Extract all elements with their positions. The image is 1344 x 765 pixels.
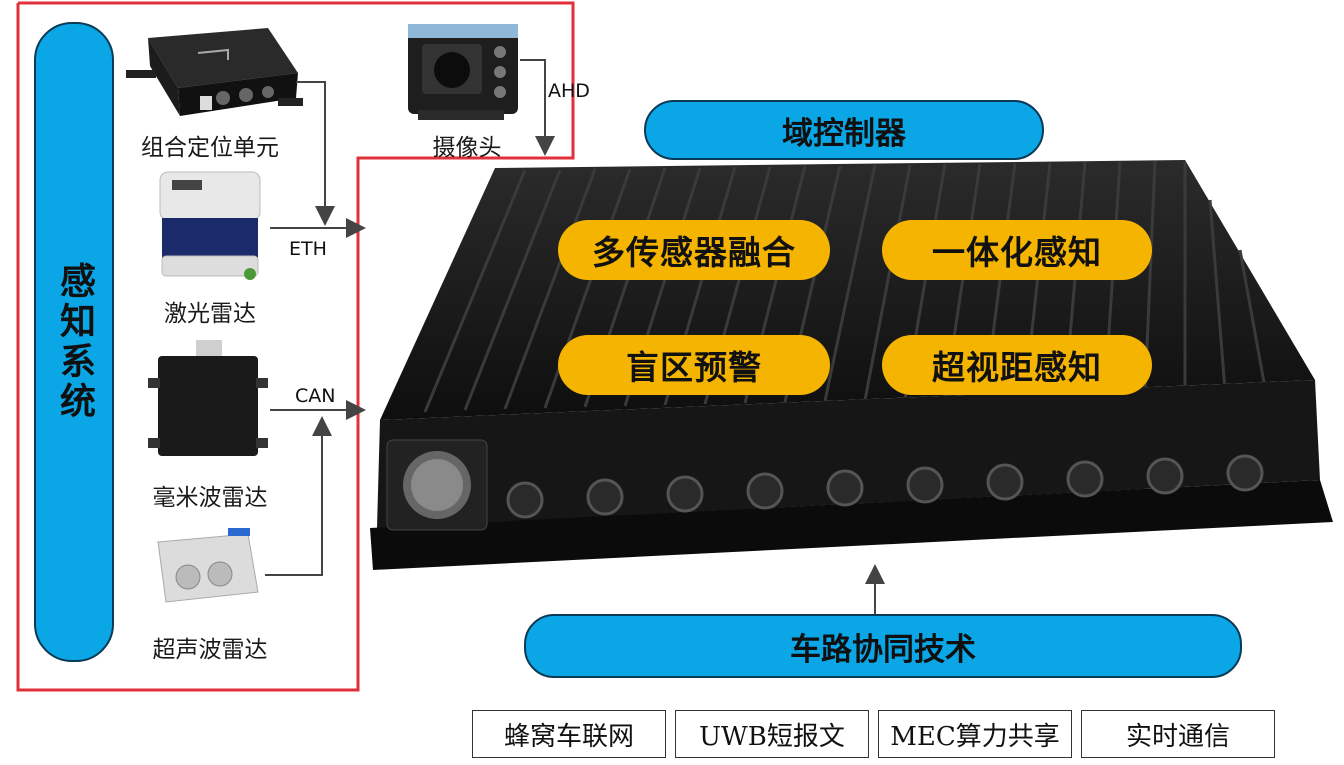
v2x-item-label: MEC算力共享 — [890, 721, 1060, 752]
feature-blind-spot-warning: 盲区预警 — [558, 335, 830, 395]
v2x-item-cellular: 蜂窝车联网 — [472, 710, 666, 758]
v2x-pill: 车路协同技术 — [524, 614, 1242, 678]
domain-controller-title: 域控制器 — [782, 115, 906, 152]
perception-system-pill: 感知系统 — [34, 22, 114, 662]
ultrasonic-radar-label: 超声波雷达 — [152, 637, 268, 663]
feature-label: 盲区预警 — [626, 348, 762, 387]
feature-label: 多传感器融合 — [592, 233, 796, 272]
v2x-item-mec: MEC算力共享 — [878, 710, 1072, 758]
eth-signal-label: ETH — [289, 238, 327, 260]
camera-label: 摄像头 — [432, 135, 502, 161]
v2x-item-label: UWB短报文 — [699, 721, 845, 752]
feature-integrated-perception: 一体化感知 — [882, 220, 1152, 280]
v2x-title: 车路协同技术 — [790, 631, 976, 668]
feature-label: 超视距感知 — [932, 348, 1102, 387]
v2x-item-realtime: 实时通信 — [1081, 710, 1275, 758]
v2x-item-uwb: UWB短报文 — [675, 710, 869, 758]
mmwave-radar-icon — [148, 340, 268, 456]
v2x-item-label: 蜂窝车联网 — [503, 721, 634, 752]
mmwave-radar-label: 毫米波雷达 — [152, 485, 268, 511]
can-signal-label: CAN — [295, 385, 336, 407]
lidar-icon — [159, 171, 261, 280]
ahd-signal-label: AHD — [548, 80, 590, 102]
camera-icon — [408, 24, 518, 120]
domain-controller-device — [370, 160, 1333, 570]
feature-multi-sensor-fusion: 多传感器融合 — [558, 220, 830, 280]
feature-beyond-visual-range: 超视距感知 — [882, 335, 1152, 395]
ultrasonic-radar-icon — [157, 528, 259, 603]
perception-system-title: 感知系统 — [54, 262, 95, 422]
domain-controller-pill: 域控制器 — [644, 100, 1044, 160]
v2x-item-label: 实时通信 — [1125, 721, 1230, 752]
gnss-unit-label: 组合定位单元 — [141, 135, 279, 161]
lidar-label: 激光雷达 — [164, 301, 256, 327]
feature-label: 一体化感知 — [932, 233, 1102, 272]
gnss-unit-icon — [126, 28, 303, 116]
